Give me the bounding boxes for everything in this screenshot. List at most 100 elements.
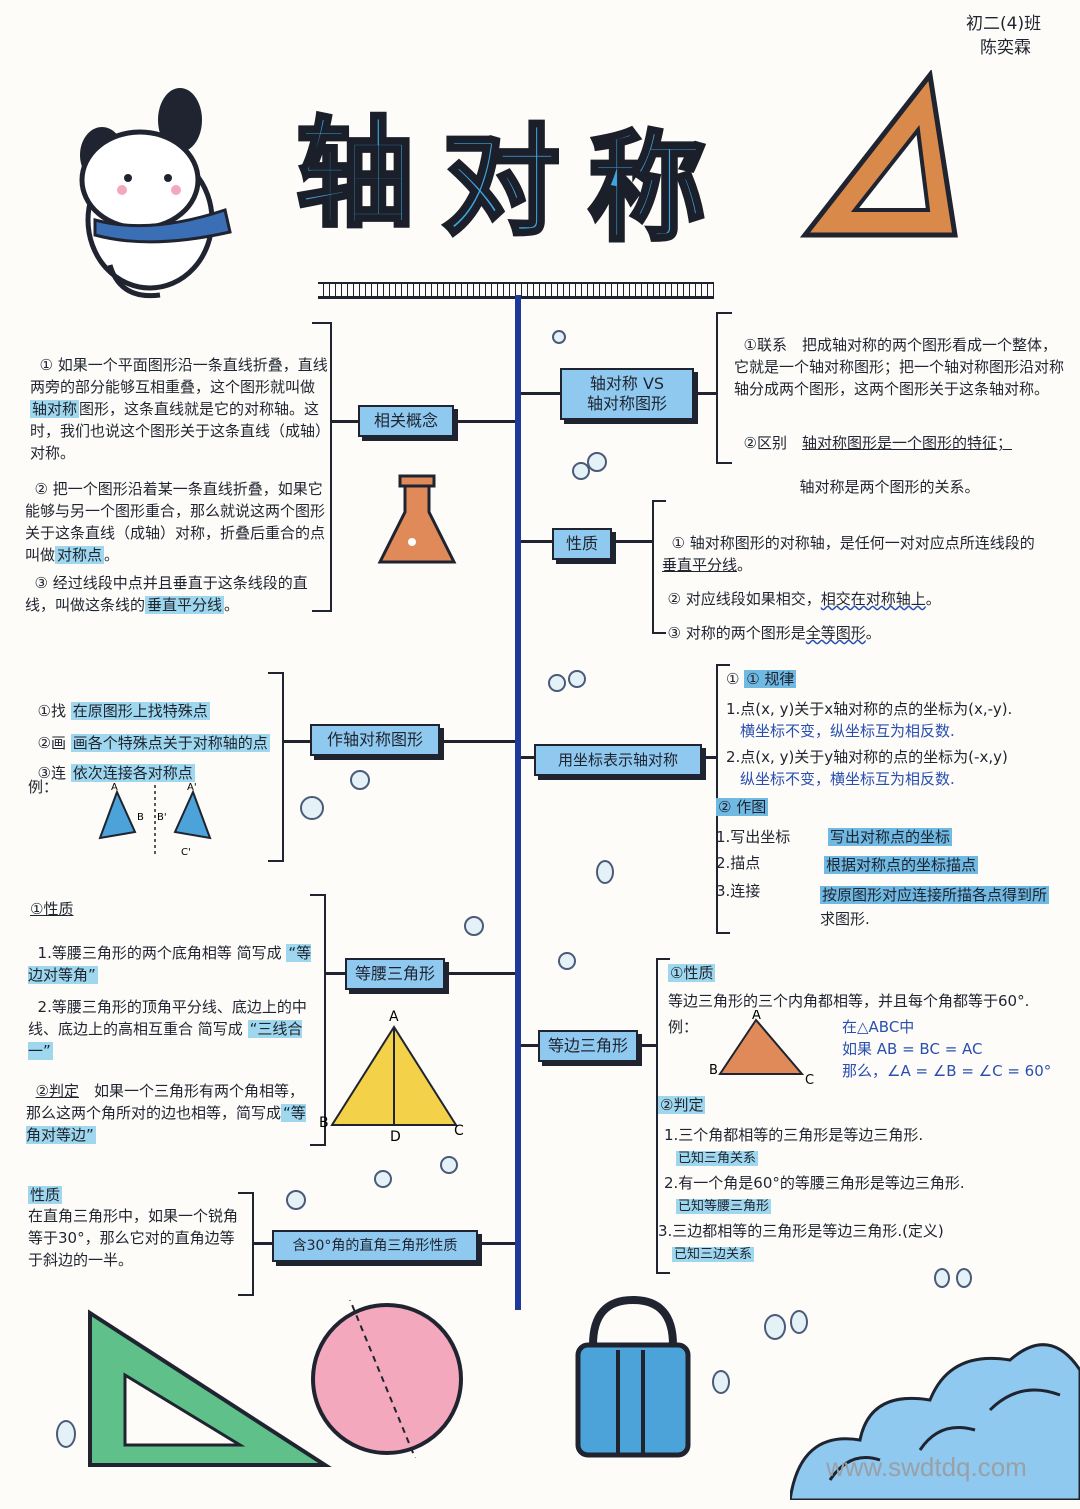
props-item-2: ② 对应线段如果相交，相交在对称轴上。 — [667, 590, 941, 608]
bubble — [350, 770, 370, 790]
bubble — [790, 1310, 808, 1334]
drawing-step-2: ②画 画各个特殊点关于对称轴的点 — [37, 734, 270, 752]
equilateral-node: 等边三角形 — [538, 1030, 638, 1062]
equilateral-example-1: 在△ABC中 — [842, 1018, 915, 1036]
coords-step-1: 写出对称点的坐标 — [828, 828, 953, 846]
right30-text: 在直角三角形中，如果一个锐角等于30°，那么它对的直角边等于斜边的一半。 — [28, 1207, 239, 1269]
equilateral-example-label: 例： — [668, 1018, 699, 1036]
concept-item-1: ① 如果一个平面图形沿一条直线折叠，直线两旁的部分能够互相重叠，这个图形就叫做轴… — [30, 356, 331, 462]
props-item-3: ③ 对称的两个图形是全等图形。 — [667, 624, 881, 642]
vs-difference: ②区别 轴对称图形是一个图形的特征； 轴对称是两个图形的关系。 — [743, 434, 1013, 496]
coords-step-3-label: 3.连接 — [716, 882, 761, 900]
bubble — [572, 462, 590, 480]
coords-rule-1b: 横坐标不变，纵坐标互为相反数. — [740, 722, 955, 740]
iso-label-d: D — [390, 1129, 401, 1145]
title-char-3: 称 — [586, 117, 708, 259]
concept-node: 相关概念 — [358, 405, 454, 437]
coords-step-1-label: 1.写出坐标 — [716, 828, 791, 846]
equilateral-judge-3-tag: 已知三边关系 — [672, 1247, 755, 1262]
coords-step-3b: 求图形. — [820, 910, 870, 928]
coords-heading-2: ② 作图 — [716, 798, 769, 816]
drawing-example-figure: A B B' A' C' — [98, 782, 212, 858]
equilateral-judge-1: 1.三个角都相等的三角形是等边三角形. — [664, 1126, 924, 1144]
coords-step-2-label: 2.描点 — [716, 854, 761, 872]
coords-step-2: 根据对称点的坐标描点 — [824, 856, 979, 874]
set-square-icon — [800, 70, 958, 238]
equilateral-judge-2: 2.有一个角是60°的等腰三角形是等边三角形. — [664, 1174, 965, 1192]
bubble — [374, 1170, 392, 1188]
title-char-1: 轴 — [294, 103, 416, 245]
bubble — [56, 1420, 76, 1448]
bubble — [956, 1268, 972, 1288]
drawing-step-3: ③连 依次连接各对称点 — [37, 764, 195, 782]
vs-bracket — [716, 312, 732, 464]
isosceles-prop-1: 1.等腰三角形的两个底角相等 简写成 “等边对等角” — [28, 944, 312, 984]
eq-label-b: B — [709, 1063, 718, 1078]
bubble — [596, 860, 614, 884]
concept-item-2: ② 把一个图形沿着某一条直线折叠，如果它能够与另一个图形重合，那么就说这两个图形… — [25, 480, 326, 564]
coords-rule-2: 2.点(x, y)关于y轴对称的点的坐标为(-x,y) — [726, 748, 1008, 766]
svg-text:A: A — [111, 782, 118, 793]
equilateral-triangle-figure: A B C — [709, 1010, 814, 1088]
bubble — [552, 330, 566, 344]
isosceles-prop-2: 2.等腰三角形的顶角平分线、底边上的中线、底边上的高相互重合 简写成 “三线合一… — [28, 998, 307, 1060]
bubble — [464, 916, 484, 936]
title-char-2: 对 — [440, 111, 562, 253]
coords-heading-1: ① ① 规律 — [726, 670, 797, 688]
props-item-1: ① 轴对称图形的对称轴，是任何一对对应点所连线段的垂直平分线。 — [662, 534, 1035, 574]
coords-node: 用坐标表示轴对称 — [534, 744, 702, 776]
equilateral-judge-3: 3.三边都相等的三角形是等边三角形.(定义) — [658, 1222, 944, 1240]
coords-rule-2b: 纵坐标不变，横坐标互为相反数. — [740, 770, 955, 788]
bubble — [934, 1268, 950, 1288]
dog-mascot-icon — [79, 88, 232, 299]
watermark: www.swdtdq.com — [826, 1452, 1027, 1482]
isosceles-bracket — [310, 894, 326, 1146]
bubble — [568, 670, 586, 688]
svg-text:B: B — [137, 812, 144, 823]
drawing-node: 作轴对称图形 — [310, 724, 440, 756]
isosceles-node: 等腰三角形 — [345, 958, 445, 990]
equilateral-example-3: 那么，∠A = ∠B = ∠C = 60° — [842, 1062, 1052, 1080]
concept-bracket — [312, 322, 332, 612]
flask-icon — [377, 474, 457, 564]
equilateral-judge-1-tag: 已知三角关系 — [676, 1151, 759, 1166]
author-name: 陈奕霖 — [980, 38, 1031, 58]
iso-label-a: A — [389, 1009, 399, 1025]
vs-node: 轴对称 VS 轴对称图形 — [560, 368, 694, 420]
equilateral-heading-2: ②判定 — [658, 1096, 706, 1114]
equilateral-prop: 等边三角形的三个内角都相等，并且每个角都等于60°. — [668, 992, 1030, 1010]
coords-step-3: 按原图形对应连接所描各点得到所 — [820, 886, 1050, 904]
eq-label-c: C — [805, 1073, 814, 1088]
isosceles-triangle-figure: A B D C — [319, 1009, 464, 1145]
vs-connection: ①联系 把成轴对称的两个图形看成一个整体，它就是一个轴对称图形；把一个轴对称图形… — [734, 336, 1065, 398]
svg-text:C': C' — [181, 847, 191, 858]
bubble — [440, 1156, 458, 1174]
right30-node: 含30°角的直角三角形性质 — [272, 1230, 478, 1262]
eq-label-a: A — [752, 1010, 761, 1023]
drawing-step-1: ①找 在原图形上找特殊点 — [37, 702, 210, 720]
pink-circle-icon — [311, 1300, 463, 1458]
right30-heading: 性质 — [28, 1186, 63, 1204]
iso-label-b: B — [319, 1115, 329, 1131]
equilateral-bracket — [656, 958, 670, 1274]
bubble — [587, 452, 607, 472]
set-square-green-icon — [88, 1309, 332, 1467]
svg-text:B': B' — [157, 812, 167, 823]
isosceles-judgement: ②判定 如果一个三角形有两个角相等，那么这两个角所对的边也相等，简写成“等角对等… — [26, 1082, 306, 1144]
blue-bag-icon — [575, 1295, 691, 1458]
drawing-example-label: 例： — [28, 778, 59, 796]
class-label: 初二(4)班 — [966, 14, 1042, 34]
bubble — [548, 674, 566, 692]
drawing-bracket — [268, 672, 284, 862]
iso-label-c: C — [454, 1123, 464, 1139]
cloud-wave-icon — [790, 1343, 1080, 1500]
isosceles-heading-1: ①性质 — [30, 900, 74, 918]
equilateral-example-2: 如果 AB = BC = AC — [842, 1040, 983, 1058]
bubble — [712, 1370, 730, 1394]
props-bracket — [652, 500, 666, 634]
svg-text:A': A' — [187, 782, 197, 793]
bubble — [300, 796, 324, 820]
props-node: 性质 — [552, 528, 612, 560]
bubble — [764, 1314, 786, 1340]
bubble — [286, 1190, 306, 1210]
